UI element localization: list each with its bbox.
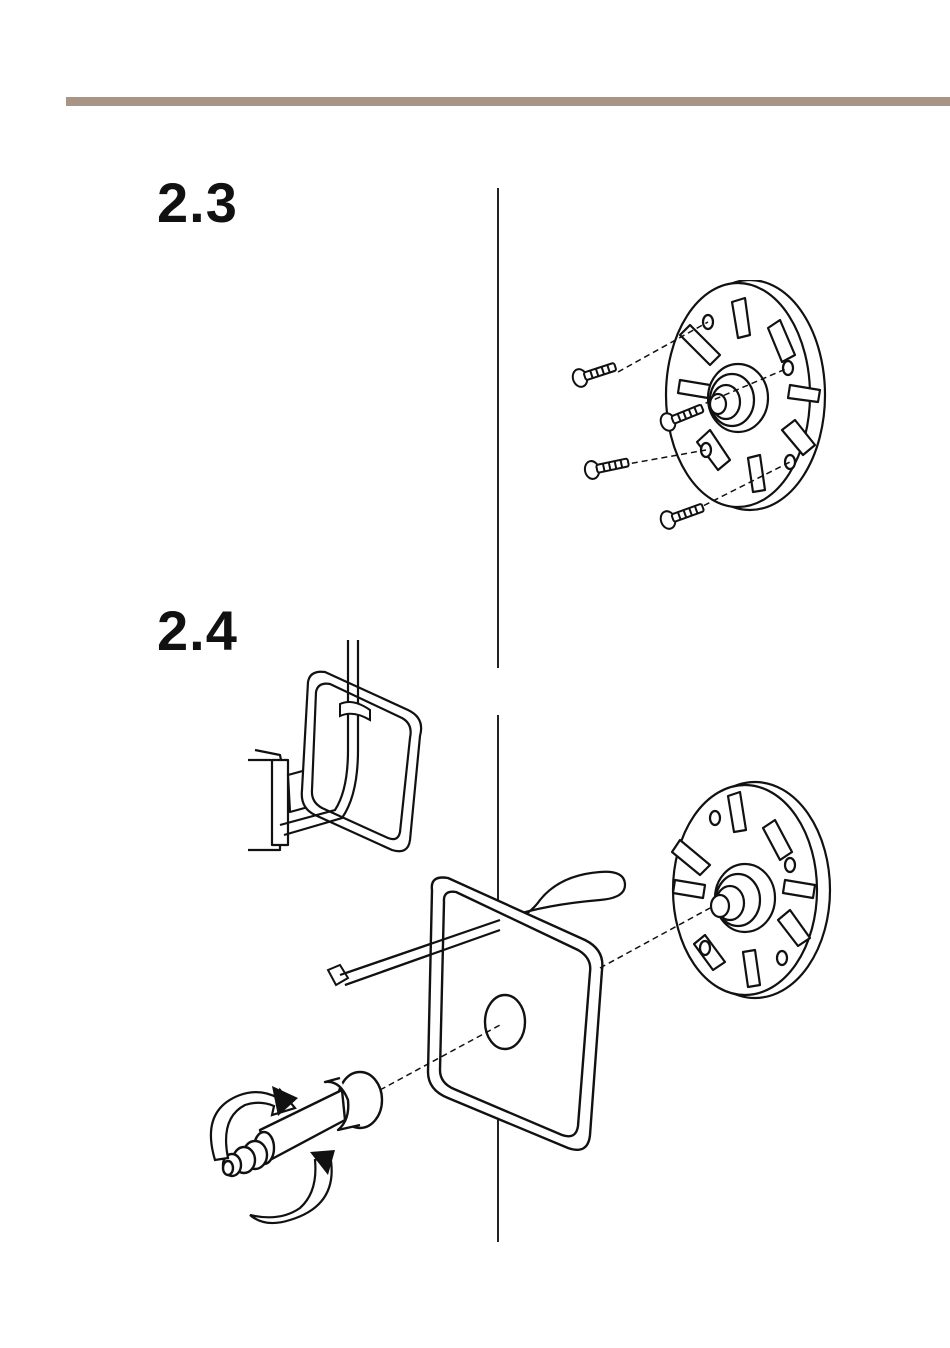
step-number-2-3: 2.3 xyxy=(157,175,238,231)
header-rule xyxy=(66,97,950,106)
mounting-plate-with-screws-icon xyxy=(560,280,860,540)
column-divider-top xyxy=(497,188,499,668)
cable-and-cover-assembly-icon xyxy=(200,780,840,1230)
step-number-2-4: 2.4 xyxy=(157,603,238,659)
